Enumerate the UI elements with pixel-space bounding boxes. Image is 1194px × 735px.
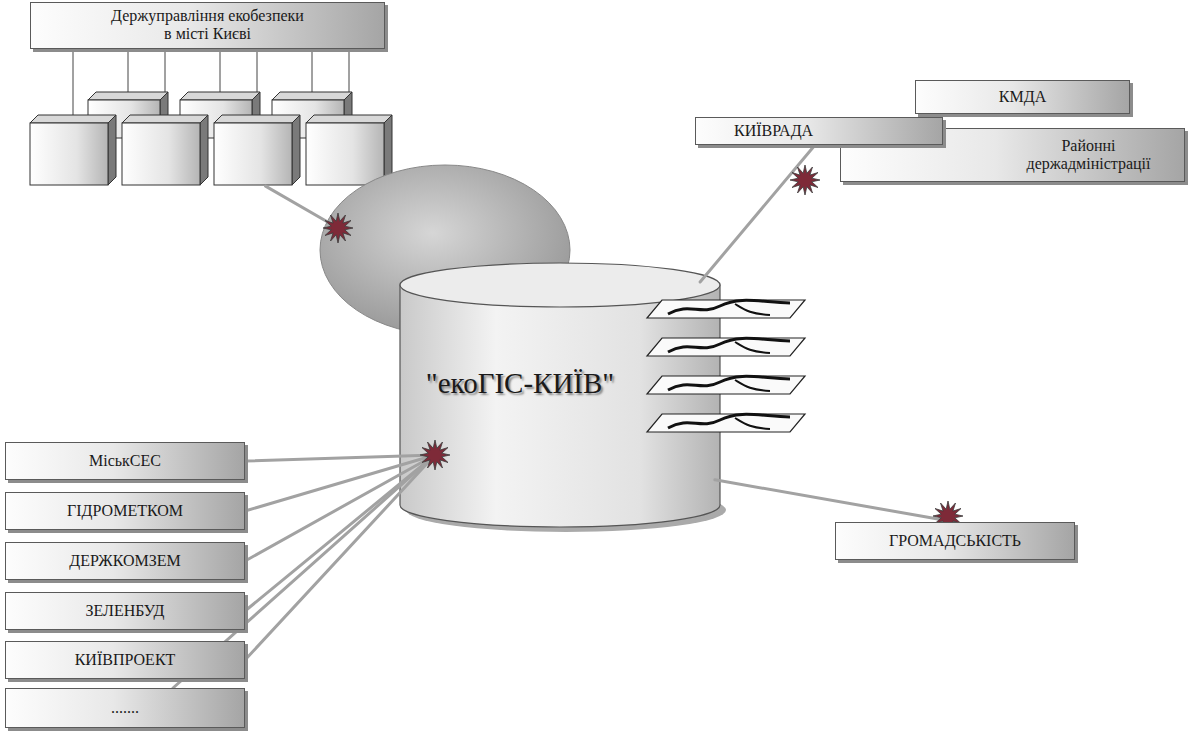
public-box: ГРОМАДСЬКІСТЬ	[835, 522, 1075, 560]
source-box: МіськСЕС	[5, 442, 245, 480]
node-label: ЗЕЛЕНБУД	[85, 602, 164, 620]
source-box: ЗЕЛЕНБУД	[5, 592, 245, 630]
node-label: КИЇВПРОЕКТ	[75, 651, 176, 669]
source-box: КИЇВПРОЕКТ	[5, 641, 245, 679]
node-label: "екоГІС-КИЇВ"	[400, 367, 640, 400]
node-label: .......	[111, 699, 139, 717]
source-box: ДЕРЖКОМЗЕМ	[5, 542, 245, 580]
node-label: КМДА	[999, 88, 1046, 106]
council-box: КИЇВРАДА	[695, 117, 943, 145]
database-cylinder: "екоГІС-КИЇВ"	[318, 163, 728, 528]
node-label: ГІДРОМЕТКОМ	[67, 502, 183, 520]
agency-box: КМДА	[915, 80, 1130, 114]
node-label: Районні держадміністрації	[1001, 137, 1176, 174]
more-box: .......	[5, 688, 245, 728]
link-line	[245, 455, 435, 660]
node-label: ДЕРЖКОМЗЕМ	[69, 552, 180, 570]
link-star	[790, 165, 820, 195]
source-box: ГІДРОМЕТКОМ	[5, 492, 245, 530]
node-label: Держуправління екобезпеки в місті Києві	[30, 2, 385, 49]
node-label: МіськСЕС	[89, 452, 161, 470]
gis-database-shape	[318, 163, 728, 528]
link-line	[715, 480, 955, 522]
link-line	[700, 145, 815, 282]
node-label: ГРОМАДСЬКІСТЬ	[889, 532, 1021, 550]
agency-group: Держуправління екобезпеки в місті Києві	[28, 2, 398, 188]
node-label: КИЇВРАДА	[734, 122, 813, 140]
